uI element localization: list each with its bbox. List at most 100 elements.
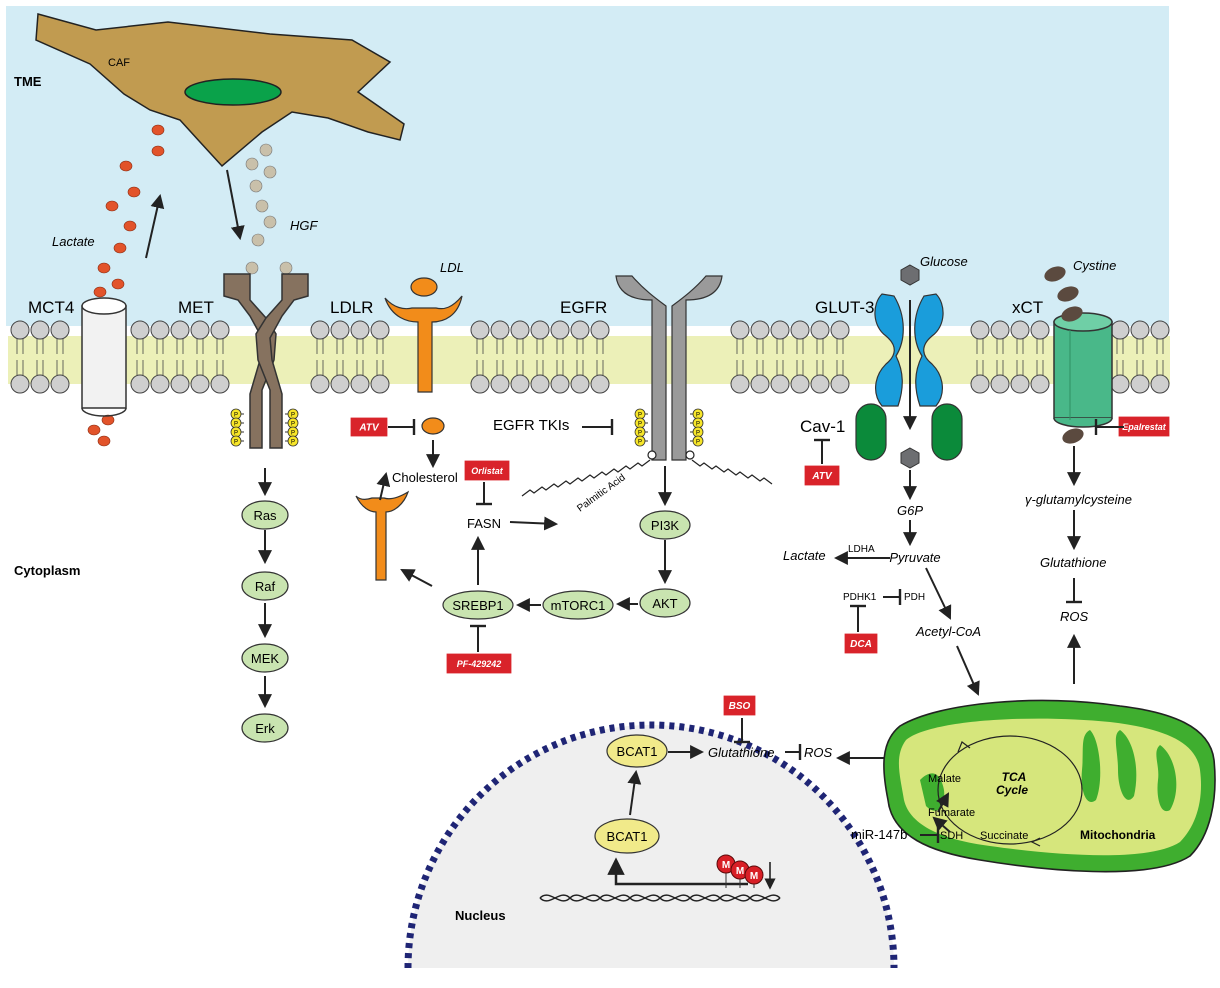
phospho-site-label: P	[234, 422, 238, 428]
fumarate-label: Fumarate	[928, 807, 975, 819]
bcat1-cyto-label: BCAT1	[617, 744, 658, 759]
phospho-site-label: P	[291, 431, 295, 437]
akt-label: AKT	[652, 596, 677, 611]
gamma-glutamylcysteine-label: γ-glutamylcysteine	[1025, 492, 1132, 507]
mapk-node-erk: Erk	[241, 713, 289, 743]
lipid-signaling: PI3K AKT mTORC1 SREBP1 FASN Cholesterol …	[392, 417, 691, 620]
sdh-label: SDH	[940, 830, 963, 842]
glut3-transporter	[855, 293, 963, 461]
ldl-label: LDL	[440, 260, 464, 275]
ldlr-receptor	[355, 277, 463, 581]
cell-membrane	[8, 320, 1170, 394]
palmitic-acid-label: Palmitic Acid	[575, 472, 627, 514]
glutathione-right-label: Glutathione	[1040, 555, 1107, 570]
phospho-site-label: P	[291, 413, 295, 419]
egfr-label: EGFR	[560, 298, 607, 317]
caf-to-hgf-arrow	[226, 169, 245, 241]
caf-nucleus	[184, 78, 282, 106]
drug-label: PF-429242	[457, 659, 502, 669]
ros-mid-label: ROS	[804, 745, 833, 760]
mapk-node-label: Raf	[255, 579, 276, 594]
xct-label: xCT	[1012, 298, 1043, 317]
drug-pf429242: PF-429242	[445, 652, 513, 675]
drug-label: Orlistat	[471, 466, 504, 476]
mir147b-label: miR-147b	[851, 827, 907, 842]
tca-title-1: TCA	[1002, 770, 1027, 784]
inhibition-lines	[388, 419, 1124, 843]
phospho-site-label: P	[291, 440, 295, 446]
mapk-node-mek: MEK	[241, 643, 289, 673]
drug-atv_ldlr: ATV	[349, 416, 389, 438]
drug-label: ATV	[358, 423, 380, 434]
caf-cell: CAF	[35, 13, 405, 168]
phospho-site-label: P	[696, 431, 700, 437]
lactate-to-caf-arrow	[145, 193, 165, 259]
mapk-node-raf: Raf	[241, 571, 289, 601]
phospho-site-label: P	[291, 422, 295, 428]
phospho-site-label: P	[638, 422, 642, 428]
lactate-particles	[87, 124, 165, 447]
glucose-intracellular	[900, 447, 920, 469]
tme-label: TME	[14, 74, 42, 89]
pi3k-label: PI3K	[651, 518, 680, 533]
drug-label: BSO	[729, 701, 751, 712]
mitochondria-label: Mitochondria	[1080, 828, 1156, 842]
palmitoylation-chains	[521, 450, 773, 497]
acetyl-coa-label: Acetyl-CoA	[915, 624, 981, 639]
pdh-label: PDH	[904, 592, 925, 603]
tca-title-2: Cycle	[996, 783, 1028, 797]
ldha-label: LDHA	[848, 544, 875, 555]
succinate-label: Succinate	[980, 830, 1028, 842]
met-label: MET	[178, 298, 214, 317]
met-receptor	[223, 273, 309, 449]
mapk-node-ras: Ras	[241, 500, 289, 530]
glutathione-synthesis: γ-glutamylcysteine Glutathione ROS	[1025, 492, 1132, 624]
cav1-label: Cav-1	[800, 417, 845, 436]
ldlr-recycled	[355, 490, 410, 581]
fasn-label: FASN	[467, 516, 501, 531]
pdhk1-label: PDHK1	[843, 592, 877, 603]
pyruvate-label: Pyruvate	[889, 550, 940, 565]
glycolysis-pathway: Cav-1 G6P Pyruvate Lactate LDHA PDHK1 PD…	[783, 417, 981, 639]
tca-cycle-labels: TCA Cycle Malate Fumarate Succinate SDH …	[851, 770, 1156, 842]
ldl-particle	[410, 277, 438, 297]
mitochondrion	[883, 699, 1216, 873]
mtorc1-label: mTORC1	[551, 598, 606, 613]
mct4-label: MCT4	[28, 298, 74, 317]
pi3k-node	[639, 510, 691, 540]
phospho-site-label: P	[638, 413, 642, 419]
srebp1-node	[442, 590, 514, 620]
internalized-ldl	[421, 417, 445, 435]
egfr-tkis-label: EGFR TKIs	[493, 417, 569, 434]
lactate-cyto-label: Lactate	[783, 548, 826, 563]
drug-bso: BSO	[722, 694, 757, 717]
caf-label: CAF	[108, 57, 130, 69]
drug-atv_cav1: ATV	[803, 464, 841, 487]
akt-node	[639, 588, 691, 618]
phospho-site-label: P	[638, 440, 642, 446]
mct4-transporter	[81, 297, 127, 417]
nuclear-envelope	[404, 721, 898, 969]
bcat1-nuc-node	[594, 818, 660, 854]
malate-label: Malate	[928, 773, 961, 785]
hgf-label: HGF	[290, 218, 319, 233]
drug-dca: DCA	[843, 632, 879, 655]
glutathione-mid-label: Glutathione	[708, 745, 775, 760]
dna-helix	[539, 894, 781, 902]
pathway-arrows	[258, 440, 1081, 833]
mapk-node-label: Ras	[253, 508, 277, 523]
drug-epalrestat: Epalrestat	[1117, 415, 1171, 438]
egfr-receptor	[615, 275, 723, 461]
drug-label: Epalrestat	[1122, 422, 1167, 432]
phospho-site-label: P	[638, 431, 642, 437]
phospho-site-label: P	[234, 431, 238, 437]
cystine-particles	[1044, 266, 1084, 444]
mtorc1-node	[542, 590, 614, 620]
phospho-site-label: P	[696, 422, 700, 428]
